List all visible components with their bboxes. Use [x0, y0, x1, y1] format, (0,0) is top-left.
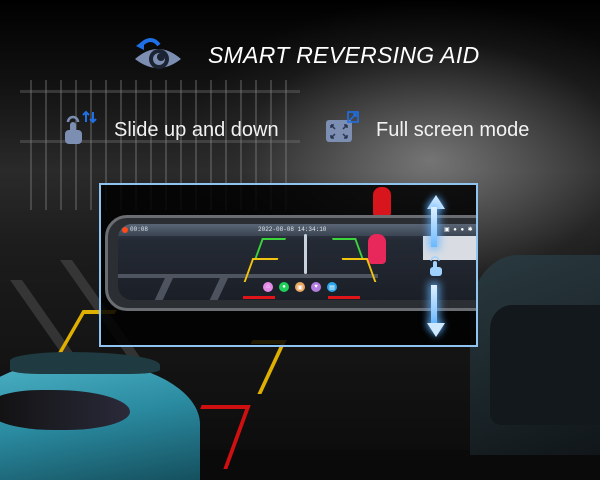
car-illustration-right: [470, 255, 600, 455]
microphone-icon[interactable]: ●: [279, 282, 289, 292]
hydrant-illustration: [373, 187, 391, 217]
camera-icon[interactable]: ▣: [295, 282, 305, 292]
status-bar: 00:08 2022-08-08 14:34:10 ▣ ● ● ✱: [118, 224, 476, 236]
feature-fullscreen: Full screen mode: [324, 110, 529, 151]
home-icon[interactable]: ⌂: [263, 282, 273, 292]
rearview-mirror-device: 00:08 2022-08-08 14:34:10 ▣ ● ● ✱ ⌂ ● ▣ …: [105, 215, 476, 311]
app-icon-bar: ⌂ ● ▣ ♥ ▤: [263, 282, 337, 292]
mirror-demo-frame: 00:08 2022-08-08 14:34:10 ▣ ● ● ✱ ⌂ ● ▣ …: [99, 183, 478, 347]
video-icon[interactable]: ♥: [311, 282, 321, 292]
status-icons: ▣ ● ● ✱: [444, 226, 473, 233]
recording-time: 00:08: [130, 226, 149, 233]
screen-split-handle[interactable]: [304, 234, 307, 274]
fullscreen-expand-icon: [324, 110, 360, 151]
finger-swipe-updown-icon: [62, 110, 98, 151]
feature-slide-label: Slide up and down: [114, 119, 279, 141]
fence-illustration: [20, 80, 300, 220]
hydrant-on-screen: [368, 234, 386, 264]
datetime: 2022-08-08 14:34:10: [258, 226, 327, 233]
feature-list: Slide up and down Full screen mode: [62, 110, 600, 150]
eye-reverse-icon: [133, 37, 183, 73]
page-header: SMART REVERSING AID: [133, 37, 480, 73]
page-title: SMART REVERSING AID: [208, 41, 480, 68]
feature-fullscreen-label: Full screen mode: [376, 119, 530, 141]
hand-tap-icon: [427, 255, 445, 277]
recording-indicator: [122, 227, 128, 233]
mirror-screen[interactable]: 00:08 2022-08-08 14:34:10 ▣ ● ● ✱ ⌂ ● ▣ …: [118, 224, 476, 300]
lock-icon[interactable]: ▤: [327, 282, 337, 292]
feature-slide: Slide up and down: [62, 110, 279, 151]
